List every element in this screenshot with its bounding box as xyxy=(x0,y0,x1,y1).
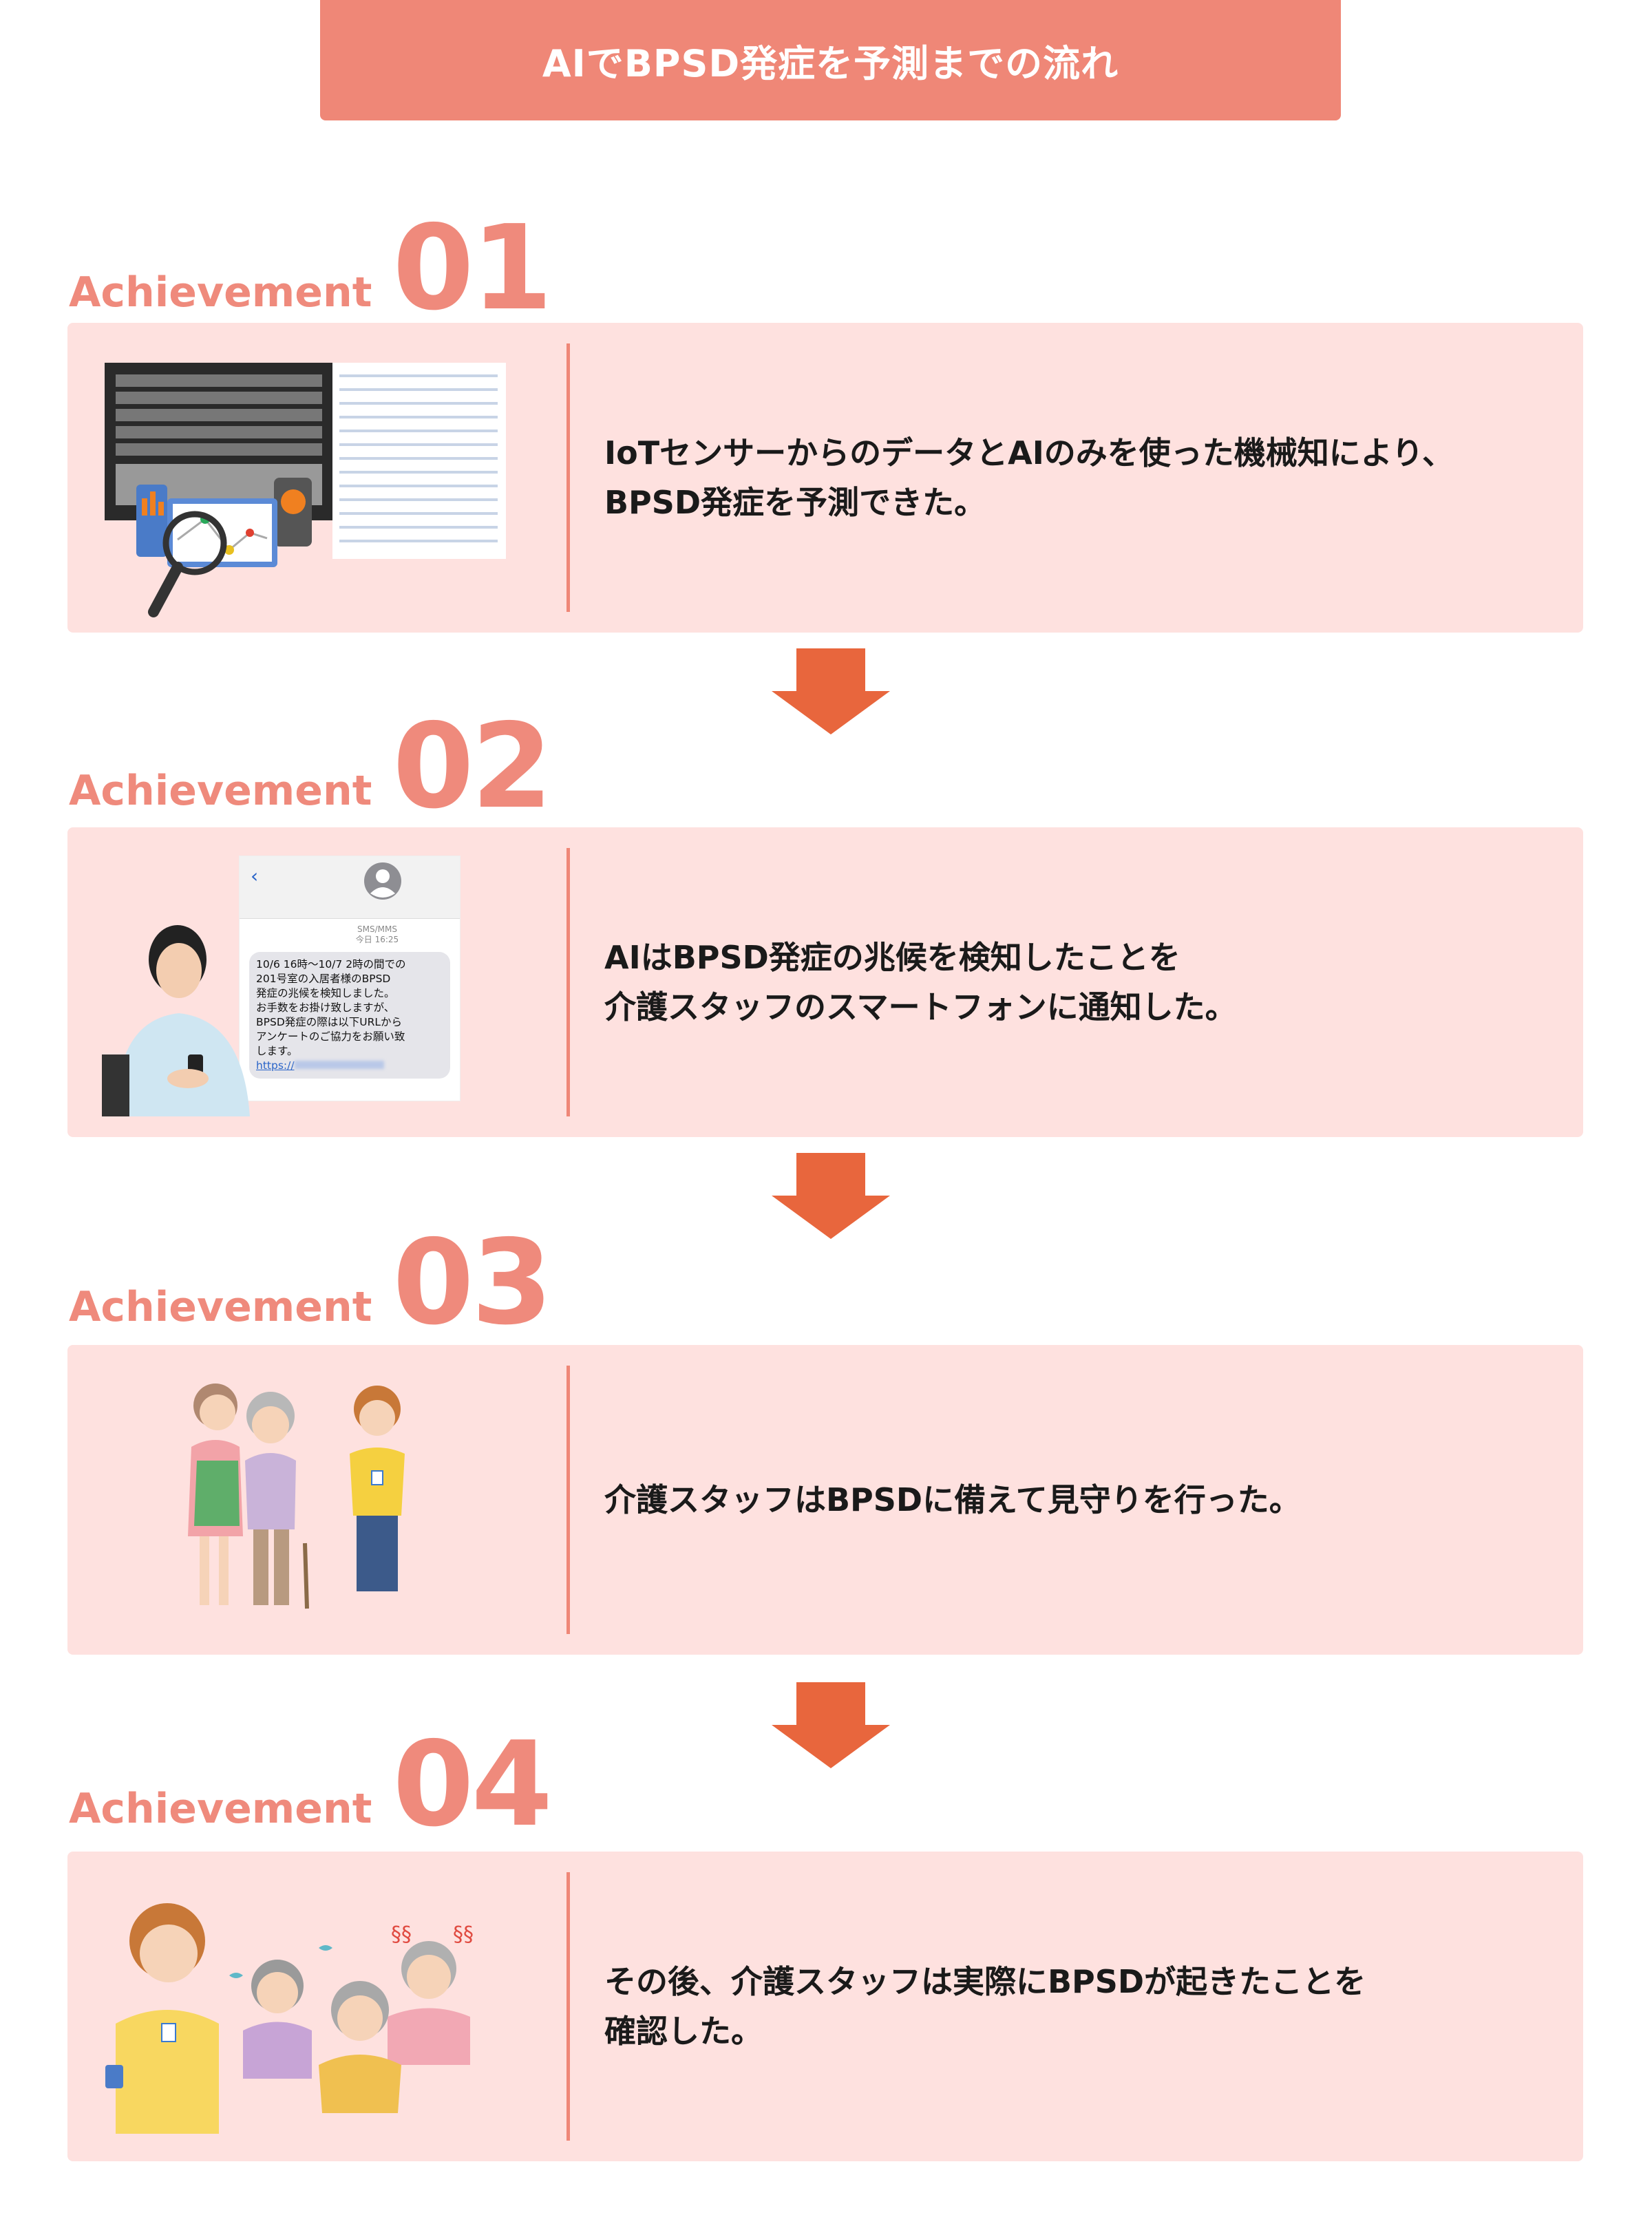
sms-line: します。 xyxy=(256,1045,298,1057)
card-divider xyxy=(566,343,570,612)
card-divider xyxy=(566,1872,570,2141)
achievement-heading-01: Achievement 01 xyxy=(69,200,553,337)
bpsd-occurrence-illustration: §§ §§ xyxy=(105,1903,474,2134)
sms-service-label: SMS/MMS xyxy=(357,924,397,934)
achievement-heading-04: Achievement 04 xyxy=(69,1717,553,1853)
achievement-number: 04 xyxy=(392,1717,553,1853)
sms-line: BPSD発症の際は以下URLから xyxy=(256,1016,403,1028)
magnifier-icon xyxy=(162,511,227,575)
page-title-banner: AIでBPSD発症を予測までの流れ xyxy=(320,0,1341,120)
sms-line: 10/6 16時〜10/7 2時の間での xyxy=(256,958,406,971)
down-arrow-icon xyxy=(772,1153,890,1239)
sms-timestamp: 今日 16:25 xyxy=(355,935,399,944)
svg-text:§§: §§ xyxy=(453,1922,474,1947)
step-text-line: その後、介護スタッフは実際にBPSDが起きたことを xyxy=(604,1963,1366,2000)
card-divider xyxy=(566,848,570,1116)
step-text-line: 介護スタッフのスマートフォンに通知した。 xyxy=(604,988,1237,1026)
step-card-03: 介護スタッフはBPSDに備えて見守りを行った。 xyxy=(67,1345,1583,1655)
step-description: IoTセンサーからのデータとAIのみを使った機械知により、 BPSD発症を予測で… xyxy=(604,323,1554,633)
achievement-label: Achievement xyxy=(69,1282,372,1331)
achievement-label: Achievement xyxy=(69,1784,372,1833)
step-card-04: §§ §§ その後、介護スタッフは実際にBPSDが起きたことを 確認した。 xyxy=(67,1852,1583,2161)
achievement-label: Achievement xyxy=(69,766,372,815)
page-title: AIでBPSD発症を予測までの流れ xyxy=(542,42,1119,85)
sms-line: アンケートのご協力をお願い致 xyxy=(256,1030,405,1043)
sms-line: 201号室の入居者様のBPSD xyxy=(256,973,391,985)
sms-notification-screenshot: ‹ SMS/MMS 今日 16:25 10/6 16時〜10/7 2時の間での … xyxy=(240,856,460,1101)
back-chevron-icon: ‹ xyxy=(251,865,259,887)
achievement-heading-02: Achievement 02 xyxy=(69,699,553,835)
step-description: その後、介護スタッフは実際にBPSDが起きたことを 確認した。 xyxy=(604,1852,1554,2161)
step-card-02: ‹ SMS/MMS 今日 16:25 10/6 16時〜10/7 2時の間での … xyxy=(67,827,1583,1137)
achievement-number: 01 xyxy=(392,200,553,337)
svg-text:§§: §§ xyxy=(391,1922,412,1947)
sms-line: お手数をお掛け致しますが、 xyxy=(256,1001,395,1014)
step-text-line: IoTセンサーからのデータとAIのみを使った機械知により、 xyxy=(604,434,1454,471)
achievement-label: Achievement xyxy=(69,268,372,317)
sms-line: 発症の兆候を検知しました。 xyxy=(256,987,395,999)
down-arrow-icon xyxy=(772,648,890,734)
data-analysis-illustration xyxy=(105,363,506,617)
step-text-line: BPSD発症を予測できた。 xyxy=(604,484,986,521)
name-badge-icon xyxy=(161,2023,176,2042)
caregivers-watching-illustration xyxy=(188,1383,405,1609)
step-text-line: AIはBPSD発症の兆候を検知したことを xyxy=(604,939,1180,976)
sms-link[interactable]: https:// xyxy=(256,1059,295,1072)
sms-message-bubble: 10/6 16時〜10/7 2時の間での 201号室の入居者様のBPSD 発症の… xyxy=(249,952,450,1079)
step-description: AIはBPSD発症の兆候を検知したことを 介護スタッフのスマートフォンに通知した… xyxy=(604,827,1554,1137)
smartphone-icon xyxy=(105,2065,123,2088)
achievement-number: 02 xyxy=(392,699,553,835)
achievement-number: 03 xyxy=(392,1215,553,1351)
card-divider xyxy=(566,1366,570,1634)
caregiver-with-phone-illustration xyxy=(102,925,250,1116)
step-text-line: 確認した。 xyxy=(604,2013,763,2050)
down-arrow-icon xyxy=(772,1682,890,1768)
step-card-01: IoTセンサーからのデータとAIのみを使った機械知により、 BPSD発症を予測で… xyxy=(67,323,1583,633)
step-description: 介護スタッフはBPSDに備えて見守りを行った。 xyxy=(604,1345,1554,1655)
achievement-heading-03: Achievement 03 xyxy=(69,1215,553,1351)
step-text-line: 介護スタッフはBPSDに備えて見守りを行った。 xyxy=(604,1481,1301,1518)
contact-avatar-icon xyxy=(364,862,401,900)
name-badge-icon xyxy=(371,1470,383,1485)
